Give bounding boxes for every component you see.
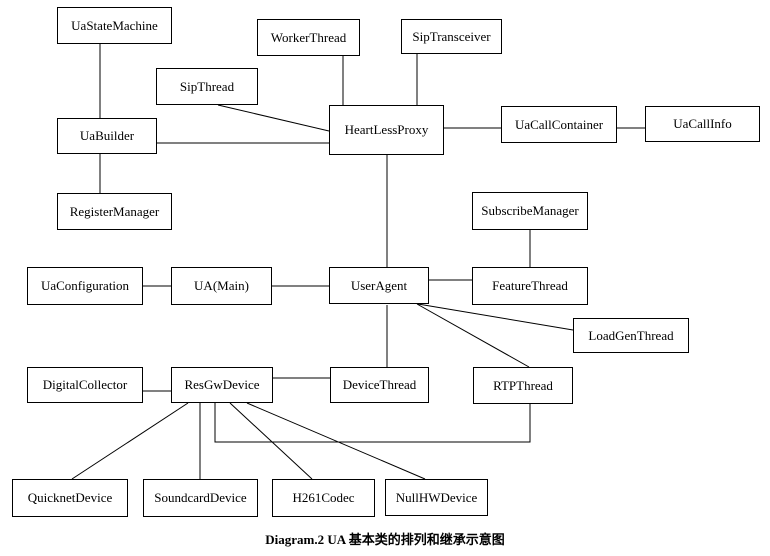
node-register-manager: RegisterManager bbox=[57, 193, 172, 230]
node-h261-codec: H261Codec bbox=[272, 479, 375, 517]
node-res-gw-device: ResGwDevice bbox=[171, 367, 273, 403]
node-ua-main: UA(Main) bbox=[171, 267, 272, 305]
node-load-gen-thread: LoadGenThread bbox=[573, 318, 689, 353]
node-ua-call-info: UaCallInfo bbox=[645, 106, 760, 142]
node-sip-thread: SipThread bbox=[156, 68, 258, 105]
node-device-thread: DeviceThread bbox=[330, 367, 429, 403]
edge-sipthread-heartlessproxy bbox=[217, 104, 330, 132]
node-digital-collector: DigitalCollector bbox=[27, 367, 143, 403]
node-ua-call-container: UaCallContainer bbox=[501, 106, 617, 143]
node-ua-builder: UaBuilder bbox=[57, 118, 157, 154]
edge-resgwdevice-rtpthread bbox=[214, 403, 531, 443]
node-sip-transceiver: SipTransceiver bbox=[401, 19, 502, 54]
edge-resgwdevice-h261codec bbox=[229, 402, 313, 480]
node-quicknet-device: QuicknetDevice bbox=[12, 479, 128, 517]
node-feature-thread: FeatureThread bbox=[472, 267, 588, 305]
edge-resgwdevice-quicknetdevice bbox=[71, 402, 189, 480]
edge-resgwdevice-nullhwdevice bbox=[246, 402, 426, 480]
edge-useragent-loadgenthread bbox=[417, 303, 574, 331]
node-subscribe-manager: SubscribeManager bbox=[472, 192, 588, 230]
node-soundcard-device: SoundcardDevice bbox=[143, 479, 258, 517]
edge-useragent-rtpthread bbox=[416, 303, 530, 368]
node-rtp-thread: RTPThread bbox=[473, 367, 573, 404]
node-ua-configuration: UaConfiguration bbox=[27, 267, 143, 305]
node-worker-thread: WorkerThread bbox=[257, 19, 360, 56]
node-null-hw-device: NullHWDevice bbox=[385, 479, 488, 516]
node-ua-state-machine: UaStateMachine bbox=[57, 7, 172, 44]
diagram-caption: Diagram.2 UA 基本类的排列和继承示意图 bbox=[265, 532, 505, 547]
node-user-agent: UserAgent bbox=[329, 267, 429, 304]
node-heartless-proxy: HeartLessProxy bbox=[329, 105, 444, 155]
